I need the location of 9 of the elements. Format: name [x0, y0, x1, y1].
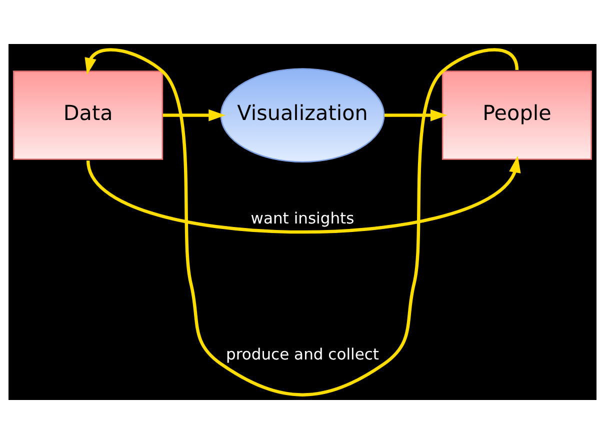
arrow — [86, 156, 521, 234]
edge-label: want insights — [250, 209, 354, 228]
node-box: Data — [13, 70, 164, 160]
arrow — [162, 109, 226, 122]
node-box: People — [442, 70, 592, 160]
arrow — [84, 48, 519, 396]
arrow — [384, 109, 448, 122]
node-ellipse: Visualization — [220, 68, 385, 162]
edge-label: produce and collect — [226, 345, 379, 364]
